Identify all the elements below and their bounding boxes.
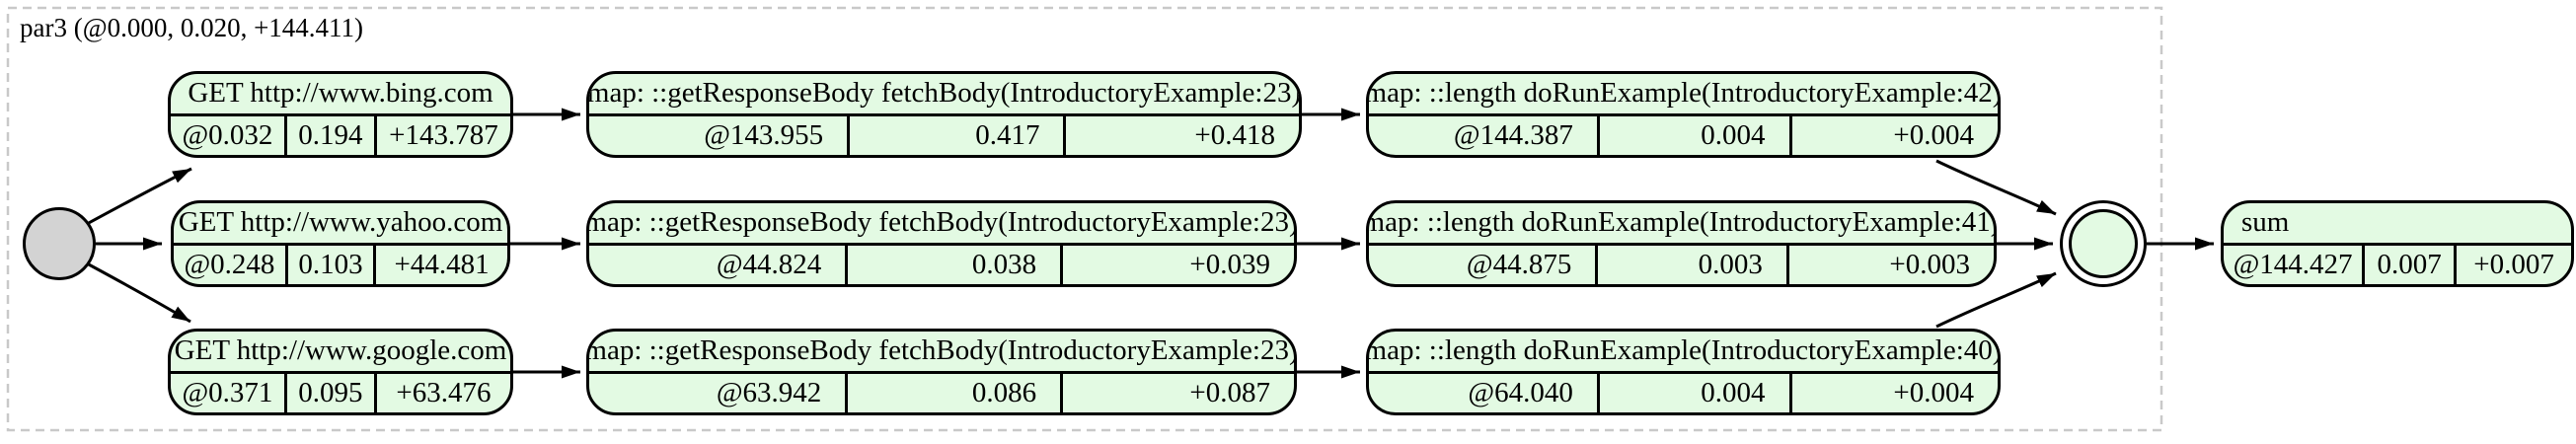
join-node-inner <box>2069 209 2138 278</box>
elapsed: +63.476 <box>396 376 492 408</box>
start-time: @144.387 <box>1369 115 1600 155</box>
node-sum: sum @144.427 0.007 +0.007 <box>2221 200 2574 287</box>
duration: 0.007 <box>2365 245 2458 284</box>
elapsed: +0.004 <box>1893 118 1974 151</box>
edge-start-to-bing <box>86 167 192 226</box>
edge-start-to-google <box>86 261 191 324</box>
start-time: @0.371 <box>171 373 287 412</box>
duration: 0.086 <box>848 373 1064 412</box>
duration: 0.003 <box>1598 245 1789 284</box>
node-get-yahoo: GET http://www.yahoo.com @0.248 0.103 +4… <box>171 200 510 287</box>
duration: 0.004 <box>1600 373 1792 412</box>
edge-length3-to-join <box>1935 271 2057 329</box>
duration: 0.038 <box>848 245 1064 284</box>
duration: 0.004 <box>1600 115 1792 155</box>
node-get-bing: GET http://www.bing.com @0.032 0.194 +14… <box>168 71 513 158</box>
node-title: map: ::getResponseBody fetchBody(Introdu… <box>589 74 1299 116</box>
elapsed: +0.039 <box>1189 248 1270 280</box>
node-map-length-1: map: ::length doRunExample(IntroductoryE… <box>1366 71 2001 158</box>
node-title: GET http://www.yahoo.com <box>174 203 507 246</box>
start-time: @63.942 <box>589 373 849 412</box>
start-node <box>23 207 96 280</box>
elapsed: +0.087 <box>1189 376 1270 408</box>
start-time: @143.955 <box>589 115 851 155</box>
start-time: @44.875 <box>1369 245 1599 284</box>
duration: 0.417 <box>850 115 1067 155</box>
node-get-google: GET http://www.google.com @0.371 0.095 +… <box>168 329 513 415</box>
duration: 0.095 <box>287 373 377 412</box>
duration: 0.194 <box>287 115 377 155</box>
start-time: @44.824 <box>589 245 849 284</box>
node-map-fetchbody-3: map: ::getResponseBody fetchBody(Introdu… <box>586 329 1297 415</box>
elapsed: +0.004 <box>1893 376 1974 408</box>
node-map-length-2: map: ::length doRunExample(IntroductoryE… <box>1366 200 1997 287</box>
node-title: GET http://www.google.com <box>171 332 510 374</box>
node-title: map: ::length doRunExample(IntroductoryE… <box>1369 203 1994 246</box>
node-map-fetchbody-1: map: ::getResponseBody fetchBody(Introdu… <box>586 71 1302 158</box>
elapsed: +0.007 <box>2473 248 2554 280</box>
edge-length1-to-join <box>1935 159 2057 216</box>
join-node <box>2060 200 2147 287</box>
node-map-length-3: map: ::length doRunExample(IntroductoryE… <box>1366 329 2001 415</box>
start-time: @0.032 <box>171 115 287 155</box>
elapsed: +44.481 <box>394 248 490 280</box>
cluster-label: par3 (@0.000, 0.020, +144.411) <box>20 13 364 42</box>
node-title: map: ::getResponseBody fetchBody(Introdu… <box>589 332 1294 374</box>
elapsed: +143.787 <box>389 118 498 151</box>
elapsed: +0.003 <box>1889 248 1970 280</box>
node-title: GET http://www.bing.com <box>171 74 510 116</box>
elapsed: +0.418 <box>1194 118 1275 151</box>
node-title: map: ::length doRunExample(IntroductoryE… <box>1369 74 1998 116</box>
start-time: @144.427 <box>2224 245 2366 284</box>
duration: 0.103 <box>288 245 377 284</box>
start-time: @0.248 <box>174 245 288 284</box>
node-title: sum <box>2224 203 2571 246</box>
node-title: map: ::getResponseBody fetchBody(Introdu… <box>589 203 1294 246</box>
node-title: map: ::length doRunExample(IntroductoryE… <box>1369 332 1998 374</box>
start-time: @64.040 <box>1369 373 1600 412</box>
node-map-fetchbody-2: map: ::getResponseBody fetchBody(Introdu… <box>586 200 1297 287</box>
